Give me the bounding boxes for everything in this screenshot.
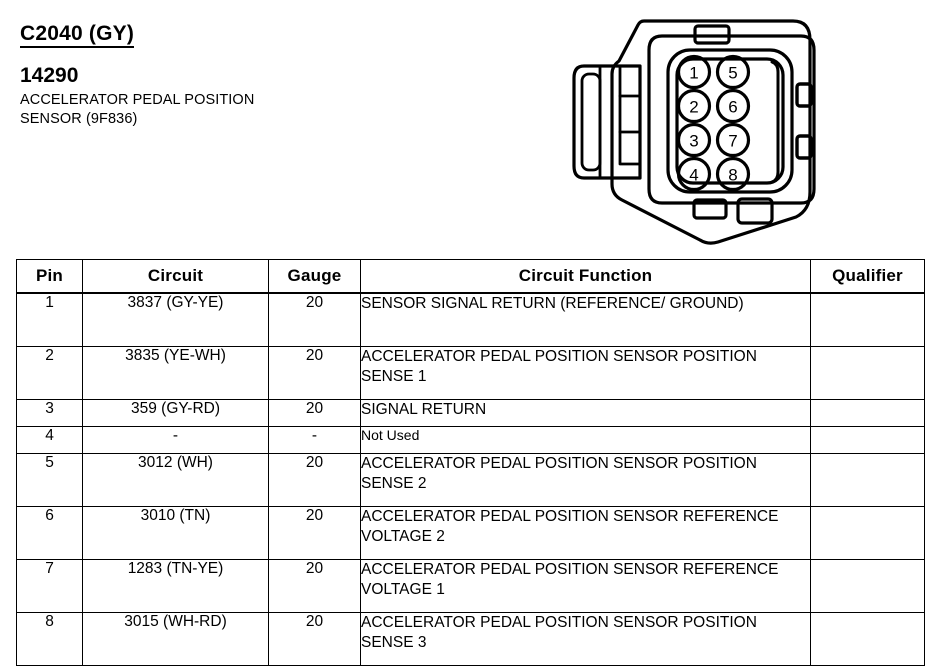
- connector-front-plate: [647, 34, 816, 205]
- cell-gauge: -: [268, 426, 361, 454]
- pin-number-5: 5: [728, 64, 737, 83]
- connector-illustration: 1 2 3 4 5 6: [548, 14, 828, 246]
- cell-function: ACCELERATOR PEDAL POSITION SENSOR POSITI…: [360, 612, 811, 666]
- cell-pin: 6: [16, 506, 83, 560]
- column-header-gauge: Gauge: [268, 259, 361, 294]
- pin-cavity-bezel-inner: [675, 57, 785, 185]
- pin-circle-group: 1 2 3 4 5 6: [676, 54, 751, 192]
- cell-function: ACCELERATOR PEDAL POSITION SENSOR REFERE…: [360, 506, 811, 560]
- connector-header: C2040 (GY) 14290 ACCELERATOR PEDAL POSIT…: [20, 22, 520, 129]
- connector-bottom-tab-right: [736, 197, 774, 225]
- component-description-line-1: ACCELERATOR PEDAL POSITION: [20, 92, 255, 109]
- cell-qualifier: [810, 506, 925, 560]
- connector-latch-seal: [580, 72, 602, 172]
- pin-number-2: 2: [689, 98, 698, 117]
- cell-circuit: 3015 (WH-RD): [82, 612, 269, 666]
- cell-function: ACCELERATOR PEDAL POSITION SENSOR REFERE…: [360, 559, 811, 613]
- cell-circuit: 3012 (WH): [82, 453, 269, 507]
- column-header-qualifier: Qualifier: [810, 259, 925, 294]
- connector-id-title: C2040 (GY): [20, 22, 135, 49]
- pin-assignment-table: Pin Circuit Gauge Circuit Function Quali…: [16, 259, 925, 666]
- cell-circuit: 3835 (YE-WH): [82, 346, 269, 400]
- cell-qualifier: [810, 559, 925, 613]
- component-description-line-2: SENSOR (9F836): [20, 111, 138, 128]
- pin-number-6: 6: [728, 98, 737, 117]
- table-row: 4--Not Used: [16, 426, 925, 454]
- connector-latch-rib-upper: [618, 64, 642, 98]
- cell-function: ACCELERATOR PEDAL POSITION SENSOR POSITI…: [360, 453, 811, 507]
- pin-circle-3: 3: [676, 122, 712, 158]
- connector-notch-lower: [795, 134, 813, 160]
- pin-number-8: 8: [728, 166, 737, 185]
- cell-gauge: 20: [268, 399, 361, 427]
- pin-circle-2: 2: [676, 88, 712, 124]
- pin-circle-4: 4: [676, 156, 712, 192]
- cell-qualifier: [810, 426, 925, 454]
- cell-pin: 5: [16, 453, 83, 507]
- connector-top-tab: [693, 24, 731, 45]
- pin-number-4: 4: [689, 166, 698, 185]
- component-description: ACCELERATOR PEDAL POSITION SENSOR (9F836…: [20, 91, 520, 129]
- cell-pin: 2: [16, 346, 83, 400]
- cell-qualifier: [810, 292, 925, 347]
- cell-pin: 4: [16, 426, 83, 454]
- cell-pin: 8: [16, 612, 83, 666]
- pin-number-1: 1: [689, 64, 698, 83]
- cell-function: Not Used: [360, 426, 811, 454]
- cell-circuit: 359 (GY-RD): [82, 399, 269, 427]
- connector-right-rail: [770, 60, 780, 184]
- connector-bottom-tab-left: [692, 198, 728, 220]
- pin-cavity-bezel: [666, 48, 794, 194]
- pin-circle-1: 1: [676, 54, 712, 90]
- pin-circle-7: 7: [715, 122, 751, 158]
- cell-pin: 7: [16, 559, 83, 613]
- connector-diagram-svg: 1 2 3 4 5 6: [572, 19, 816, 245]
- cell-qualifier: [810, 453, 925, 507]
- column-header-circuit: Circuit: [82, 259, 269, 294]
- pin-circle-5: 5: [715, 54, 751, 90]
- cell-qualifier: [810, 612, 925, 666]
- table-header-row: Pin Circuit Gauge Circuit Function Quali…: [16, 259, 925, 294]
- cell-qualifier: [810, 399, 925, 427]
- part-number: 14290: [20, 64, 79, 88]
- pin-number-3: 3: [689, 132, 698, 151]
- column-header-pin: Pin: [16, 259, 83, 294]
- pin-table-container: Pin Circuit Gauge Circuit Function Quali…: [16, 259, 925, 666]
- cell-pin: 3: [16, 399, 83, 427]
- cell-circuit: 1283 (TN-YE): [82, 559, 269, 613]
- cell-circuit: 3837 (GY-YE): [82, 292, 269, 347]
- pin-number-7: 7: [728, 132, 737, 151]
- pin-circle-8: 8: [715, 156, 751, 192]
- cell-circuit: -: [82, 426, 269, 454]
- cell-qualifier: [810, 346, 925, 400]
- cell-gauge: 20: [268, 453, 361, 507]
- cell-function: SENSOR SIGNAL RETURN (REFERENCE/ GROUND): [360, 292, 811, 347]
- cell-gauge: 20: [268, 292, 361, 347]
- cell-circuit: 3010 (TN): [82, 506, 269, 560]
- cell-gauge: 20: [268, 559, 361, 613]
- column-header-function: Circuit Function: [360, 259, 811, 294]
- pin-circle-6: 6: [715, 88, 751, 124]
- cell-function: ACCELERATOR PEDAL POSITION SENSOR POSITI…: [360, 346, 811, 400]
- cell-function: SIGNAL RETURN: [360, 399, 811, 427]
- cell-pin: 1: [16, 292, 83, 347]
- connector-notch-upper: [795, 82, 813, 108]
- cell-gauge: 20: [268, 506, 361, 560]
- connector-latch-rib-lower: [618, 130, 642, 166]
- connector-latch-outer: [572, 64, 642, 180]
- cell-gauge: 20: [268, 346, 361, 400]
- cell-gauge: 20: [268, 612, 361, 666]
- connector-latch-rib-middle: [618, 94, 642, 134]
